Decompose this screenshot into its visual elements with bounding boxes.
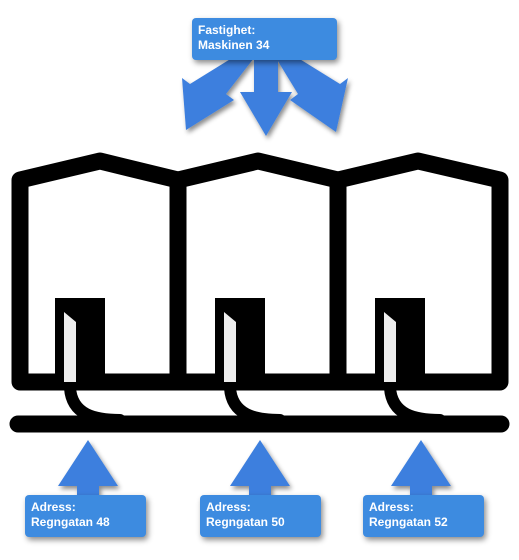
walkways bbox=[64, 382, 446, 426]
arrow-down-right-icon bbox=[276, 58, 348, 132]
address-label-title: Adress: bbox=[31, 500, 76, 514]
arrow-up-3-icon bbox=[391, 440, 451, 496]
address-arrows bbox=[58, 440, 451, 496]
address-label-title: Adress: bbox=[206, 500, 251, 514]
address-label-value: Regngatan 52 bbox=[369, 515, 448, 529]
door-1 bbox=[55, 298, 105, 388]
address-label-title: Adress: bbox=[369, 500, 414, 514]
address-label-2: Adress: Regngatan 50 bbox=[200, 495, 321, 537]
address-label-value: Regngatan 50 bbox=[206, 515, 285, 529]
arrow-down-left-icon bbox=[182, 58, 254, 130]
property-arrows bbox=[182, 58, 348, 136]
arrow-up-1-icon bbox=[58, 440, 118, 496]
address-label-value: Regngatan 48 bbox=[31, 515, 110, 529]
address-label-3: Adress: Regngatan 52 bbox=[363, 495, 484, 537]
door-2 bbox=[215, 298, 265, 388]
address-label-1: Adress: Regngatan 48 bbox=[25, 495, 146, 537]
property-label: Fastighet: Maskinen 34 bbox=[192, 18, 337, 60]
property-label-title: Fastighet: bbox=[198, 23, 256, 37]
door-3 bbox=[375, 298, 425, 388]
doors bbox=[55, 298, 425, 388]
property-label-value: Maskinen 34 bbox=[198, 38, 270, 52]
arrow-down-center-icon bbox=[240, 58, 292, 136]
arrow-up-2-icon bbox=[230, 440, 290, 496]
